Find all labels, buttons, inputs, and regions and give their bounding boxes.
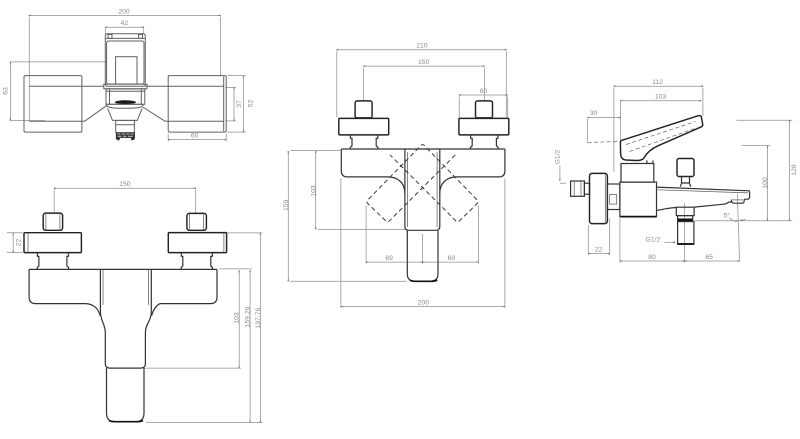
svg-text:200: 200 (418, 299, 430, 306)
svg-text:200: 200 (118, 8, 130, 15)
svg-text:69: 69 (448, 255, 456, 262)
svg-text:52: 52 (247, 100, 254, 108)
svg-text:60: 60 (480, 88, 488, 95)
svg-text:22: 22 (16, 239, 23, 247)
svg-text:197.76: 197.76 (255, 307, 262, 328)
svg-text:150: 150 (418, 59, 430, 66)
svg-text:5°: 5° (724, 211, 731, 219)
svg-text:210: 210 (416, 43, 428, 50)
svg-text:37: 37 (236, 100, 243, 108)
svg-text:150: 150 (119, 181, 131, 188)
svg-text:103: 103 (234, 312, 241, 324)
svg-text:159: 159 (283, 199, 290, 211)
svg-text:63: 63 (3, 87, 10, 95)
svg-text:128: 128 (791, 164, 798, 176)
svg-text:65: 65 (705, 254, 713, 261)
svg-text:22: 22 (595, 246, 603, 253)
svg-text:69: 69 (385, 255, 393, 262)
svg-text:100: 100 (762, 177, 769, 189)
svg-text:60: 60 (191, 133, 199, 140)
svg-text:159.26: 159.26 (245, 306, 252, 327)
svg-text:G1/2: G1/2 (554, 149, 561, 164)
svg-text:103: 103 (310, 185, 317, 197)
svg-text:80: 80 (648, 254, 656, 261)
svg-text:112: 112 (652, 79, 663, 86)
svg-text:103: 103 (655, 94, 667, 101)
svg-text:30: 30 (590, 110, 598, 117)
svg-text:G1/2: G1/2 (646, 236, 661, 243)
svg-text:42: 42 (121, 20, 129, 27)
